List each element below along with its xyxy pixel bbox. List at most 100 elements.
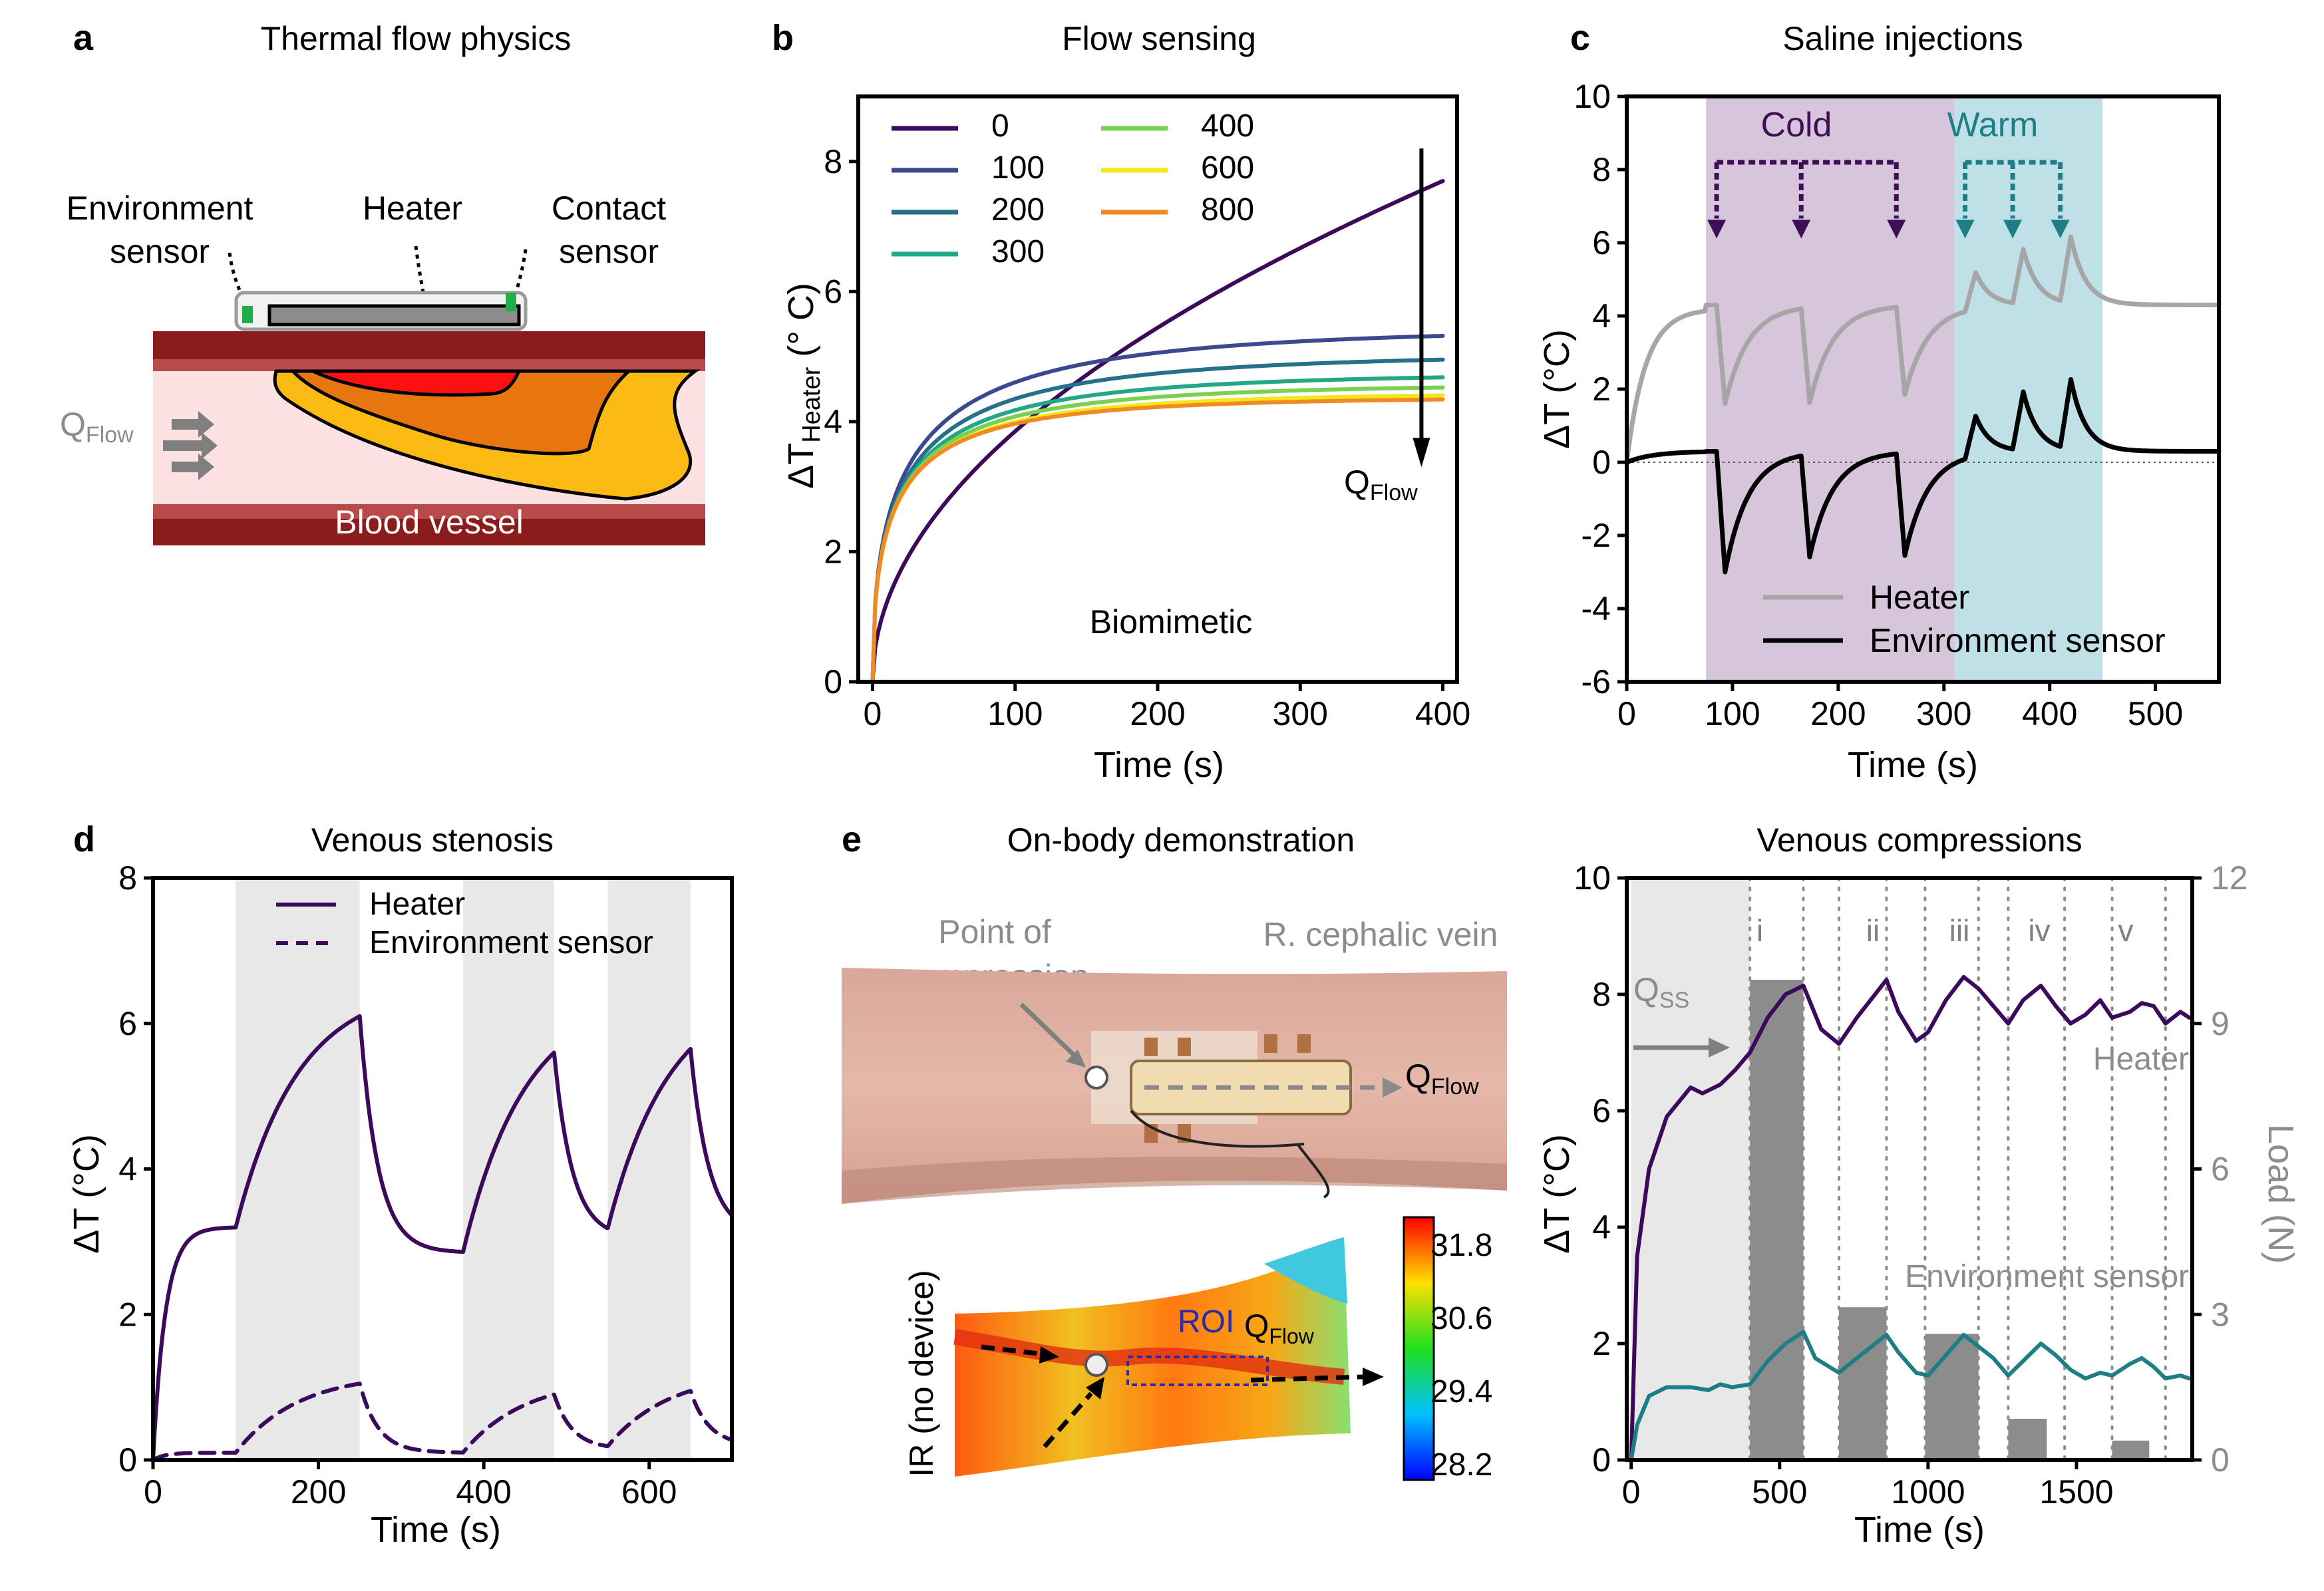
heater-element: [267, 304, 521, 327]
d-series-heater: [151, 1014, 734, 1462]
panel-e: e On-body demonstration Point of compres…: [842, 819, 1507, 1483]
panel-letter-b: b: [772, 18, 794, 58]
cold-label: Cold: [1761, 106, 1832, 144]
legend-b-300: 300: [991, 234, 1045, 269]
ir-arrow-in-1: [981, 1344, 1039, 1356]
colorbar: [1403, 1216, 1435, 1481]
c-xtick-label-5: 500: [2128, 695, 2183, 732]
contact-sensor-label-line2: sensor: [559, 233, 659, 270]
ir-image: ROI QFlow: [953, 1237, 1384, 1477]
f-xtick-label-0: 0: [1622, 1473, 1641, 1511]
ir-arrow-out: [1250, 1374, 1365, 1383]
device-wires: [1130, 1109, 1330, 1199]
b-xtick-label-1: 100: [987, 695, 1043, 732]
c-band-warm: [1954, 96, 2103, 682]
d-ytick-label-3: 6: [118, 1005, 137, 1042]
hot-zone: [311, 369, 522, 397]
f-ytick-right-label-4: 12: [2211, 859, 2248, 897]
d-ytick-label-0: 0: [118, 1441, 137, 1479]
contact-sensor-chip: [506, 293, 516, 311]
contact-sensor-label-line1: Contact: [552, 190, 666, 227]
f-load-bar-3: [2008, 1419, 2047, 1460]
panel-a-title: Thermal flow physics: [261, 20, 572, 57]
b-xtick-label-2: 200: [1130, 695, 1185, 732]
c-ytick-label-4: 2: [1592, 370, 1611, 408]
b-qflow-arrow-head: [1412, 438, 1430, 468]
b-ytick-label-2: 4: [824, 403, 842, 440]
colorbar-tick-3: 29.4: [1430, 1374, 1492, 1409]
electrode-1: [1144, 1038, 1158, 1056]
electrode-3: [1264, 1034, 1277, 1053]
flow-arrow-1: [172, 411, 214, 438]
env-sensor-label-line2: sensor: [110, 233, 210, 270]
d-ylabel: ΔT (°C): [67, 1134, 106, 1254]
ir-cool-edge: [1264, 1237, 1347, 1304]
env-sensor-chip: [242, 306, 253, 323]
warm-label: Warm: [1947, 106, 2039, 144]
vessel-top-inner: [153, 359, 705, 371]
arm-photo: QFlow: [842, 968, 1507, 1204]
ir-qflow-label: QFlow: [1244, 1309, 1315, 1348]
colorbar-tick-2: 30.6: [1430, 1301, 1492, 1336]
legend-b-600: 600: [1201, 150, 1254, 186]
c-ytick-label-1: -4: [1581, 590, 1611, 627]
panel-e-title: On-body demonstration: [1007, 821, 1355, 859]
d-band-2: [607, 878, 691, 1460]
roman-v: v: [2118, 913, 2134, 948]
f-ytick-right-label-1: 3: [2211, 1296, 2230, 1333]
ir-arrow-out-head: [1363, 1368, 1384, 1386]
f-ytick-right-label-3: 9: [2211, 1005, 2230, 1042]
f-xtick-label-3: 1500: [2039, 1473, 2113, 1511]
b-ylabel: ΔTHeater (° C): [781, 283, 826, 489]
f-ytick-right-label-2: 6: [2211, 1151, 2230, 1188]
d-xtick-label-2: 400: [456, 1473, 511, 1511]
roman-iv: iv: [2028, 913, 2050, 948]
legend-b-100: 100: [991, 150, 1045, 186]
f-load-bar-4: [2112, 1440, 2150, 1460]
roman-i: i: [1756, 913, 1763, 948]
roi-label: ROI: [1178, 1304, 1234, 1340]
env-sensor-leader: [228, 252, 249, 309]
c-ytick-label-7: 8: [1592, 151, 1611, 188]
panel-c-title: Saline injections: [1782, 20, 2023, 57]
c-xtick-label-4: 400: [2022, 695, 2077, 732]
d-xtick-label-1: 200: [291, 1473, 346, 1511]
c-ytick-label-6: 6: [1592, 224, 1611, 261]
b-qflow-label: QFlow: [1344, 464, 1418, 506]
vein-label: R. cephalic vein: [1263, 916, 1498, 953]
compression-label-line1: Point of: [938, 913, 1051, 950]
b-series-0: [870, 179, 1445, 684]
panel-letter-c: c: [1570, 18, 1590, 58]
flow-arrows: [163, 411, 218, 480]
f-xtick-label-2: 1000: [1891, 1473, 1965, 1511]
f-ytick-right-label-0: 0: [2211, 1441, 2230, 1479]
qflow-label: QFlow: [60, 406, 134, 448]
c-series-environment-sensor: [1624, 377, 2222, 575]
c-ytick-label-2: -2: [1581, 517, 1611, 554]
d-xtick-label-3: 600: [621, 1473, 677, 1511]
e-qflow-label: QFlow: [1405, 1058, 1479, 1099]
flow-arrow-2: [163, 432, 218, 459]
forearm-shadow: [842, 1157, 1507, 1204]
legend-b-0: 0: [991, 108, 1009, 144]
d-legend-env: Environment sensor: [369, 925, 653, 960]
f-heater-label: Heater: [2093, 1042, 2189, 1077]
f-series-environment-sensor: [1629, 1330, 2192, 1462]
panel-a: a Thermal flow physics Environment senso…: [60, 18, 705, 545]
mid-zone: [289, 369, 633, 456]
b-series-100: [870, 333, 1445, 684]
c-xlabel: Time (s): [1848, 745, 1978, 785]
qss-label: QSS: [1633, 971, 1689, 1013]
b-ytick-label-4: 8: [824, 143, 842, 180]
panel-letter-e: e: [842, 819, 862, 859]
c-ytick-label-0: -6: [1581, 663, 1611, 700]
compression-pointer: [1019, 1002, 1079, 1060]
f-xlabel: Time (s): [1854, 1510, 1985, 1550]
b-ytick-label-0: 0: [824, 663, 842, 700]
f-series-heater: [1629, 974, 2192, 1462]
d-ytick-label-1: 2: [118, 1296, 137, 1333]
